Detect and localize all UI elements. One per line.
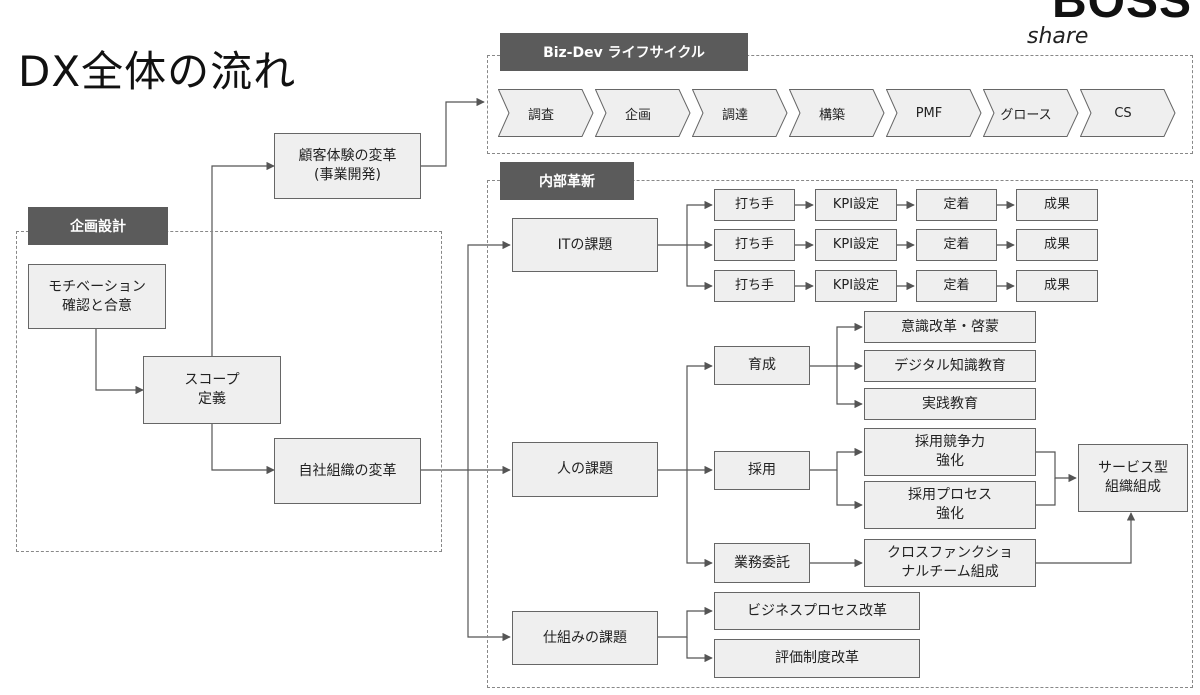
lifecycle-label: 調査 <box>527 107 554 123</box>
awareness-node: 意識改革・啓蒙 <box>864 311 1036 343</box>
it-result-1: 成果 <box>1016 189 1098 221</box>
evaluation-system-node: 評価制度改革 <box>714 639 920 678</box>
chevron-shape <box>692 89 788 137</box>
practical-education-node: 実践教育 <box>864 388 1036 420</box>
it-issues-node: ITの課題 <box>512 218 658 272</box>
lifecycle-label: 企画 <box>624 107 651 123</box>
people-issues-node: 人の課題 <box>512 442 658 497</box>
hiring-process-node: 採用プロセス 強化 <box>864 481 1036 529</box>
service-org-node: サービス型 組織組成 <box>1078 444 1188 512</box>
hiring-competitiveness-node: 採用競争力 強化 <box>864 428 1036 476</box>
business-process-node: ビジネスプロセス改革 <box>714 592 920 630</box>
logo-share: share <box>1027 24 1089 49</box>
outsourcing-node: 業務委託 <box>714 543 810 583</box>
internal-tag: 内部革新 <box>500 162 634 200</box>
internal-frame <box>487 180 1193 688</box>
it-adoption-2: 定着 <box>916 229 997 261</box>
lifecycle-label: PMF <box>915 105 943 121</box>
cross-functional-team-node: クロスファンクショ ナルチーム組成 <box>864 539 1036 587</box>
it-result-2: 成果 <box>1016 229 1098 261</box>
org-transformation-node: 自社組織の変革 <box>274 438 421 504</box>
mechanism-issues-node: 仕組みの課題 <box>512 611 658 665</box>
scope-node: スコープ 定義 <box>143 356 281 424</box>
logo-boss: BOSS <box>1052 0 1193 28</box>
it-measure-1: 打ち手 <box>714 189 795 221</box>
digital-education-node: デジタル知識教育 <box>864 350 1036 382</box>
training-node: 育成 <box>714 346 810 385</box>
it-result-3: 成果 <box>1016 270 1098 302</box>
it-kpi-3: KPI設定 <box>815 270 897 302</box>
hiring-node: 採用 <box>714 451 810 490</box>
it-kpi-2: KPI設定 <box>815 229 897 261</box>
motivation-node: モチベーション 確認と合意 <box>28 264 166 329</box>
it-adoption-3: 定着 <box>916 270 997 302</box>
it-measure-3: 打ち手 <box>714 270 795 302</box>
lifecycle-label: グロース <box>1000 107 1052 123</box>
chevron-shape <box>886 89 982 137</box>
chevron-shape <box>983 89 1079 137</box>
chevron-shape <box>498 89 594 137</box>
it-adoption-1: 定着 <box>916 189 997 221</box>
lifecycle-label: CS <box>1114 105 1132 121</box>
it-kpi-1: KPI設定 <box>815 189 897 221</box>
cx-transformation-node: 顧客体験の変革 (事業開発) <box>274 133 421 199</box>
it-measure-2: 打ち手 <box>714 229 795 261</box>
lifecycle-label: 調達 <box>721 107 748 123</box>
chevron-shape <box>789 89 885 137</box>
page-title: DX全体の流れ <box>18 47 297 96</box>
planning-tag: 企画設計 <box>28 207 168 245</box>
bizdev-frame <box>487 55 1193 154</box>
bizdev-tag: Biz-Dev ライフサイクル <box>500 33 748 71</box>
planning-frame <box>16 231 442 552</box>
chevron-shape <box>1080 89 1176 137</box>
lifecycle-label: 構築 <box>818 107 845 123</box>
chevron-shape <box>595 89 691 137</box>
